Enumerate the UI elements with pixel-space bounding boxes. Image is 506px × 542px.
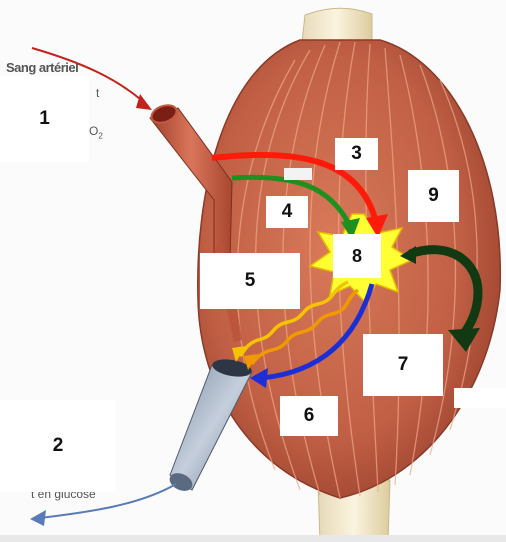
right-mask (454, 388, 506, 408)
o2-letter: O (89, 124, 98, 138)
label-2: 2 (0, 400, 116, 492)
label-8: 8 (333, 234, 381, 278)
bottom-border (0, 535, 506, 542)
label-6: 6 (280, 396, 338, 436)
label-7: 7 (363, 334, 443, 396)
label-1: 1 (0, 76, 89, 162)
o2-fragment: O2 (89, 124, 103, 140)
artery (150, 108, 232, 262)
blood-top-fragment: Sang artériel (6, 60, 78, 75)
label-5: 5 (200, 253, 300, 309)
label-4: 4 (266, 196, 308, 228)
o2-subscript: 2 (98, 131, 102, 140)
t-fragment: t (96, 86, 99, 100)
label-fragment-mark (284, 168, 312, 180)
label-9: 9 (408, 170, 459, 222)
outgoing-blood-arrowhead (30, 510, 46, 526)
label-3: 3 (335, 138, 378, 170)
